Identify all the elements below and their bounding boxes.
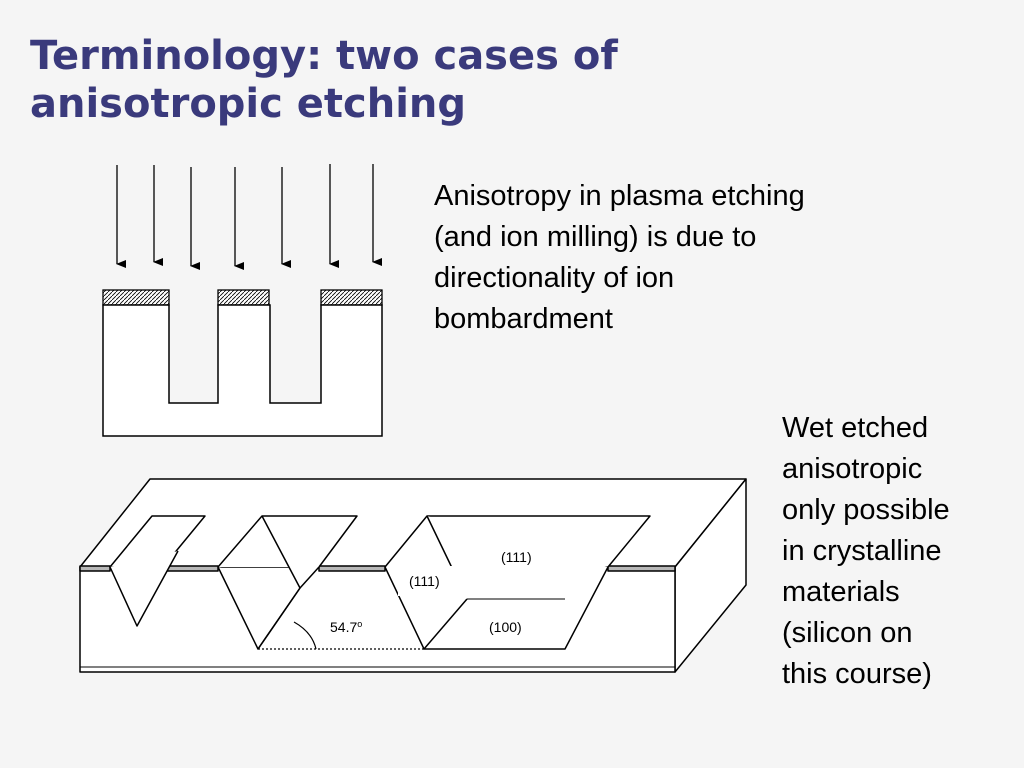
etched-substrate: [102, 304, 383, 437]
wet-etch-description: Wet etched anisotropic only possible in …: [782, 408, 950, 695]
wet-line: in crystalline: [782, 535, 942, 567]
mask-strip: [607, 565, 676, 572]
plane-labels: (111) (111) (100) 54.7o: [320, 540, 570, 643]
angle-label: 54.7o: [330, 619, 362, 635]
etch-masks: [102, 289, 383, 306]
wet-line: anisotropic: [782, 453, 923, 485]
wet-line: (silicon on: [782, 617, 913, 649]
plasma-line: directionality of ion: [434, 262, 675, 294]
mask-right: [320, 289, 383, 306]
wet-line: this course): [782, 658, 932, 690]
angle-arc: [293, 621, 317, 650]
plasma-line: (and ion milling) is due to: [434, 221, 757, 253]
label-100: (100): [489, 619, 522, 635]
title-line-2: anisotropic etching: [30, 81, 467, 127]
plasma-line: Anisotropy in plasma etching: [434, 180, 805, 212]
ion-arrows: [116, 164, 382, 270]
slide-title: Terminology: two cases of anisotropic et…: [30, 32, 990, 128]
mask-strip: [318, 565, 386, 572]
label-111-lower: (111): [409, 573, 440, 589]
title-line-1: Terminology: two cases of: [30, 33, 618, 79]
mask-center: [217, 289, 270, 306]
mask-strip: [79, 565, 111, 572]
plasma-description: Anisotropy in plasma etching (and ion mi…: [434, 176, 805, 340]
label-111-upper: (111): [501, 549, 532, 565]
mask-left: [102, 289, 170, 306]
wet-line: only possible: [782, 494, 950, 526]
angle-degree: o: [357, 619, 362, 629]
wet-line: Wet etched: [782, 412, 929, 444]
wet-line: materials: [782, 576, 900, 608]
v-groove-pit: [109, 515, 206, 627]
angle-value: 54.7: [330, 619, 357, 635]
plasma-etch-diagram: [102, 164, 383, 437]
mask-strip: [162, 565, 219, 572]
deep-pyramid-pit: [217, 515, 358, 650]
plasma-line: bombardment: [434, 303, 613, 335]
